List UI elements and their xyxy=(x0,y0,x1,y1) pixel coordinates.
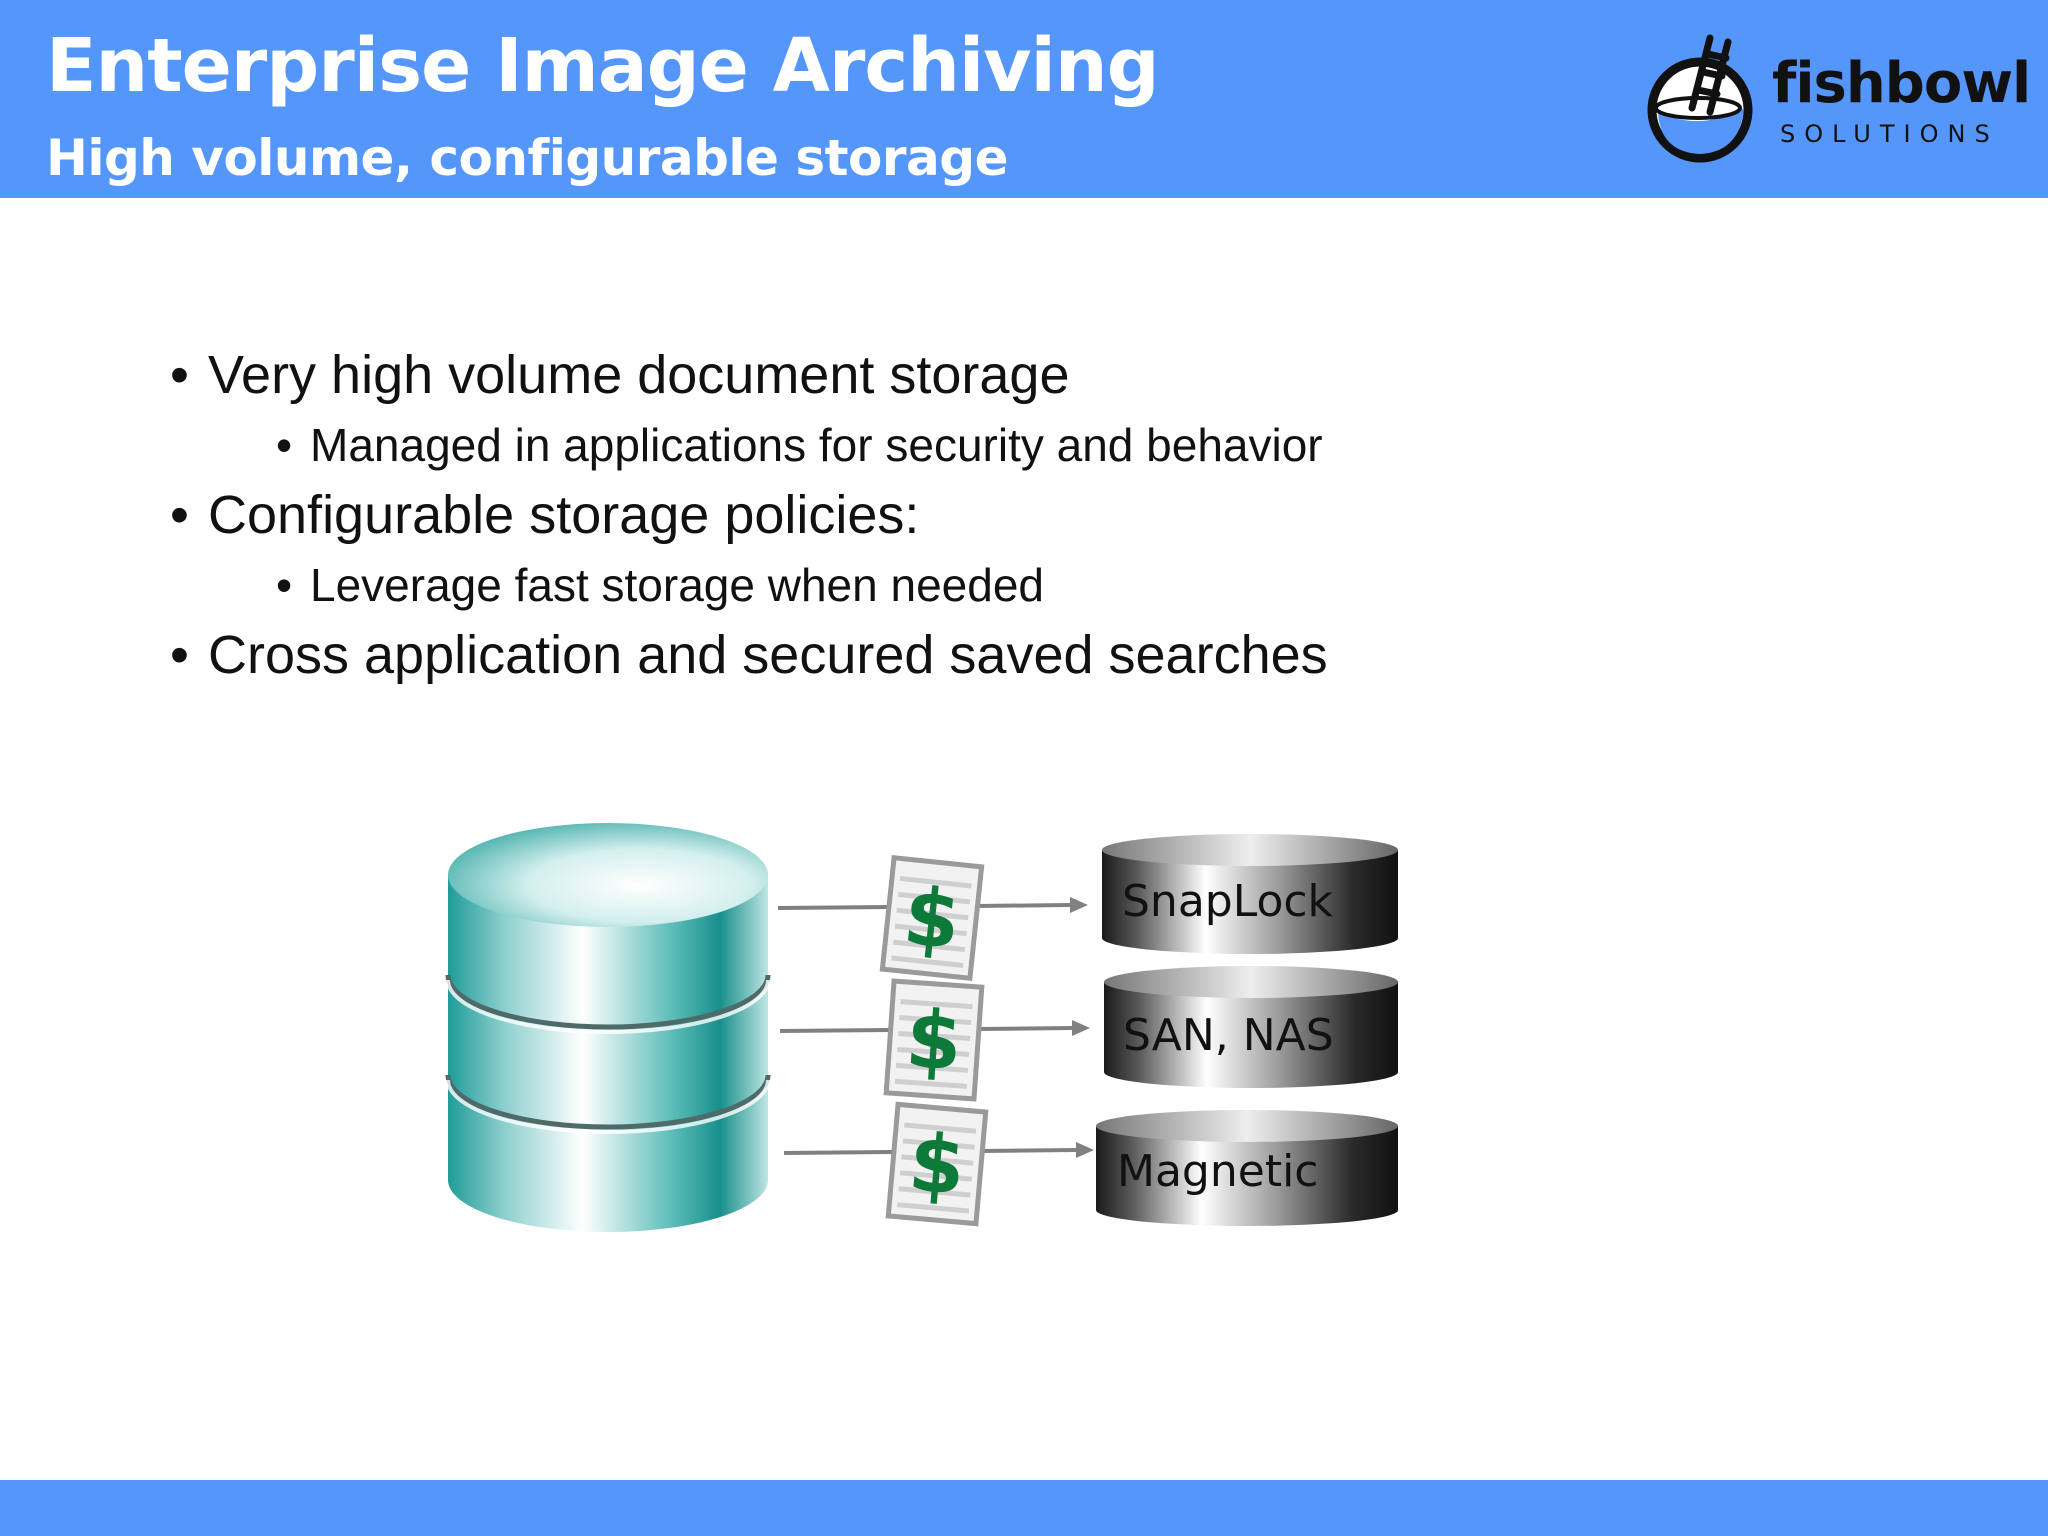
footer-bar xyxy=(0,1480,2048,1536)
bullet-item: •Very high volume document storage xyxy=(170,345,1070,405)
logo-subtext: SOLUTIONS xyxy=(1780,120,1999,148)
slide-title: Enterprise Image Archiving xyxy=(46,23,1160,109)
bullet-text: Cross application and secured saved sear… xyxy=(208,625,1328,685)
database-icon xyxy=(445,823,771,1232)
dollar-document-icon: $ xyxy=(883,978,985,1102)
bullet-list: •Very high volume document storage •Mana… xyxy=(170,340,1328,690)
bullet-item: •Configurable storage policies: xyxy=(170,485,920,545)
dollar-sign: $ xyxy=(905,1116,969,1213)
logo-wordmark: fishbowl xyxy=(1772,51,2031,116)
dollar-document-icon: $ xyxy=(879,854,985,982)
sub-bullet-item: •Managed in applications for security an… xyxy=(276,419,1323,471)
storage-tier-snaplock xyxy=(1102,834,1398,954)
bullet-item: •Cross application and secured saved sea… xyxy=(170,625,1328,685)
flow-arrows xyxy=(777,897,1094,1158)
dollar-sign: $ xyxy=(899,869,964,967)
storage-tier-san-nas xyxy=(1104,966,1398,1088)
sub-bullet-item: •Leverage fast storage when needed xyxy=(276,559,1044,611)
bullet-text: Very high volume document storage xyxy=(208,345,1070,405)
dollar-sign: $ xyxy=(903,992,965,1089)
tier-label: SAN, NAS xyxy=(1123,1010,1334,1061)
storage-diagram: $ $ $ xyxy=(420,800,1440,1270)
storage-tier-magnetic xyxy=(1096,1110,1398,1226)
storage-diagram-graphic: $ $ $ xyxy=(445,823,1398,1232)
fishbowl-logo: fishbowl SOLUTIONS xyxy=(1640,28,2031,168)
tier-label: Magnetic xyxy=(1117,1146,1319,1197)
bullet-text: Managed in applications for security and… xyxy=(310,419,1323,471)
bullet-text: Leverage fast storage when needed xyxy=(310,559,1044,611)
slide-subtitle: High volume, configurable storage xyxy=(46,129,1009,187)
bullet-text: Configurable storage policies: xyxy=(208,485,920,545)
fishbowl-icon xyxy=(1647,34,1753,163)
tier-label: SnapLock xyxy=(1122,876,1334,927)
dollar-document-icon: $ xyxy=(885,1101,989,1227)
